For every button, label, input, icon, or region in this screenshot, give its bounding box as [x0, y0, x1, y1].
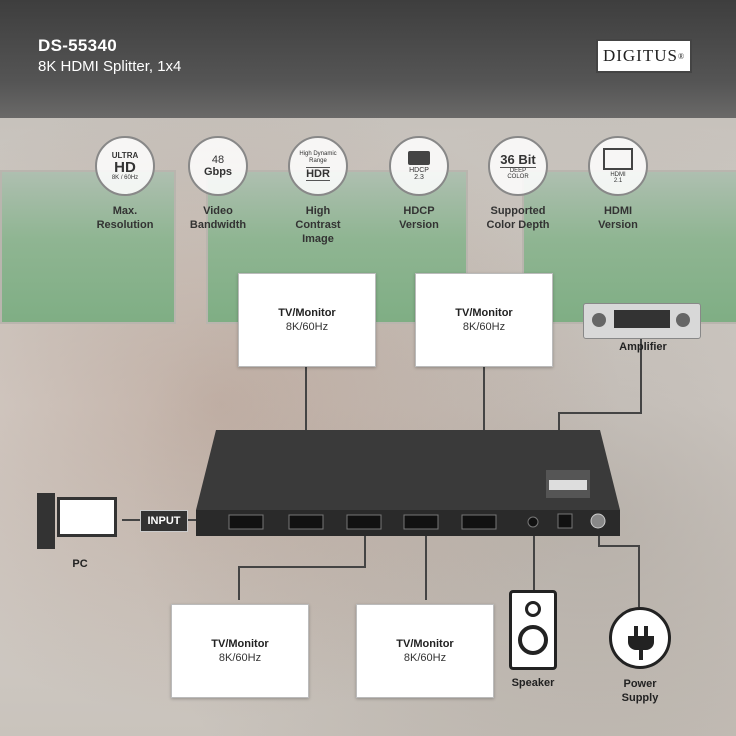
feature-caption: Supported Color Depth	[486, 205, 550, 231]
monitor-spec: 8K/60Hz	[403, 652, 447, 664]
connector-line-monitor-3h	[238, 566, 366, 568]
monitor-title: TV/Monitor	[455, 307, 513, 319]
connector-line-monitor-3v	[238, 566, 240, 600]
connector-line-power-h	[598, 545, 640, 547]
feature-caption: High Contrast Image	[295, 205, 341, 245]
power-supply-label: Power Supply	[621, 678, 659, 704]
model-number: DS-55340	[38, 36, 117, 55]
brand-logo: DIGITUS®	[596, 39, 692, 73]
speaker-icon	[509, 590, 557, 670]
tv-monitor-3: TV/Monitor 8K/60Hz	[171, 604, 309, 698]
monitor-spec: 8K/60Hz	[462, 321, 506, 333]
feature-hdr: High Dynamic Range HDR High Contrast Ima…	[275, 136, 361, 246]
connector-line-power-v	[638, 545, 640, 607]
deep-color-icon: 36 Bit DEEP COLOR	[488, 136, 548, 196]
bandwidth-icon: 48 Gbps	[188, 136, 248, 196]
monitor-spec: 8K/60Hz	[218, 652, 262, 664]
background-screen-left	[0, 170, 176, 324]
monitor-title: TV/Monitor	[278, 307, 336, 319]
feature-bandwidth: 48 Gbps Video Bandwidth	[175, 136, 261, 232]
pc-icon	[37, 493, 119, 549]
speaker-label: Speaker	[511, 677, 555, 689]
monitor-spec: 8K/60Hz	[285, 321, 329, 333]
feature-hdcp: HDCP 2.3 HDCP Version	[376, 136, 462, 232]
feature-caption: HDCP Version	[399, 205, 439, 231]
tv-monitor-1: TV/Monitor 8K/60Hz	[238, 273, 376, 367]
power-plug-icon	[609, 607, 671, 669]
monitor-title: TV/Monitor	[396, 638, 454, 650]
product-subtitle: 8K HDMI Splitter, 1x4	[38, 58, 182, 75]
header-banner: DS-55340 8K HDMI Splitter, 1x4 DIGITUS®	[0, 0, 736, 118]
feature-caption: HDMI Version	[598, 205, 638, 231]
tv-monitor-4: TV/Monitor 8K/60Hz	[356, 604, 494, 698]
hdmi-splitter-device	[196, 430, 620, 536]
feature-resolution: ULTRA HD 8K / 60Hz Max. Resolution	[82, 136, 168, 232]
input-badge: INPUT	[140, 510, 188, 532]
monitor-title: TV/Monitor	[211, 638, 269, 650]
pc-label: PC	[72, 558, 88, 570]
hdr-icon: High Dynamic Range HDR	[288, 136, 348, 196]
hdcp-icon: HDCP 2.3	[389, 136, 449, 196]
connector-line-speaker	[533, 525, 535, 590]
feature-color-depth: 36 Bit DEEP COLOR Supported Color Depth	[475, 136, 561, 232]
connector-line-amp-h	[558, 412, 642, 414]
amplifier-device	[583, 303, 701, 339]
feature-hdmi-version: HDMI 2.1 HDMI Version	[575, 136, 661, 232]
amplifier-label: Amplifier	[619, 341, 667, 353]
hdmi-icon: HDMI 2.1	[588, 136, 648, 196]
feature-caption: Video Bandwidth	[189, 205, 247, 231]
connector-line-amp-v	[640, 330, 642, 414]
connector-line-monitor-4	[425, 528, 427, 600]
feature-caption: Max. Resolution	[96, 205, 154, 231]
connector-line-monitor-3	[364, 528, 366, 568]
ultra-hd-icon: ULTRA HD 8K / 60Hz	[95, 136, 155, 196]
tv-monitor-2: TV/Monitor 8K/60Hz	[415, 273, 553, 367]
background-screen-right	[522, 170, 736, 324]
